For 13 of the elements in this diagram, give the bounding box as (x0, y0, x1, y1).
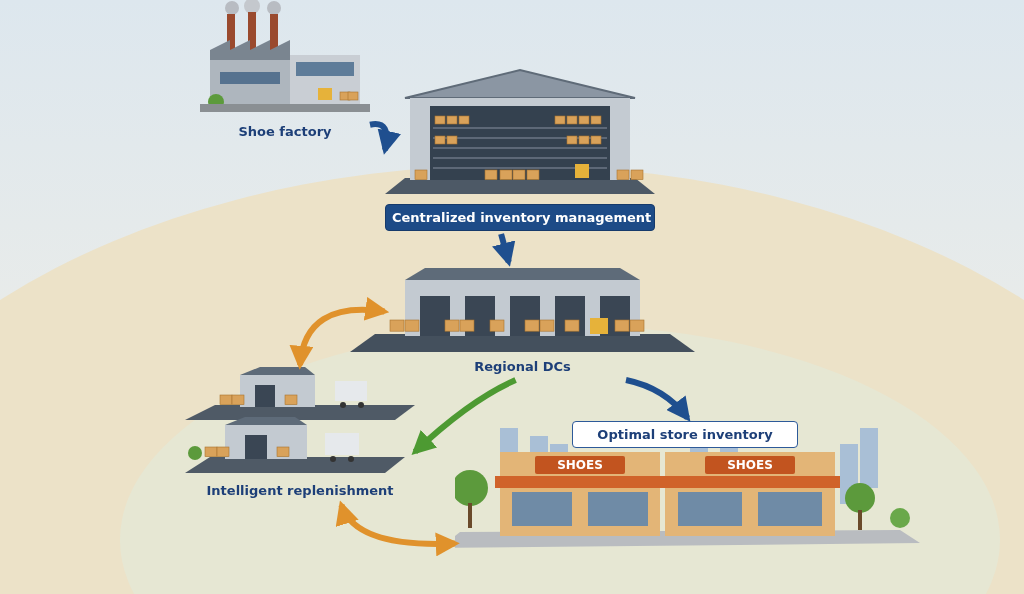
store-sign: SHOES (535, 456, 625, 474)
arrow (625, 377, 691, 422)
store-sign: SHOES (705, 456, 795, 474)
arrow (369, 121, 401, 155)
label-tag: Optimal store inventory (572, 421, 798, 448)
arrow (337, 500, 460, 557)
node-label: Intelligent replenishment (205, 483, 395, 498)
node-label: Regional DCs (473, 359, 572, 374)
arrow (290, 297, 390, 370)
arrow (492, 233, 516, 267)
arrow (411, 377, 517, 456)
node-label: Shoe factory (237, 124, 333, 139)
label-tag: Centralized inventory management (385, 204, 655, 231)
